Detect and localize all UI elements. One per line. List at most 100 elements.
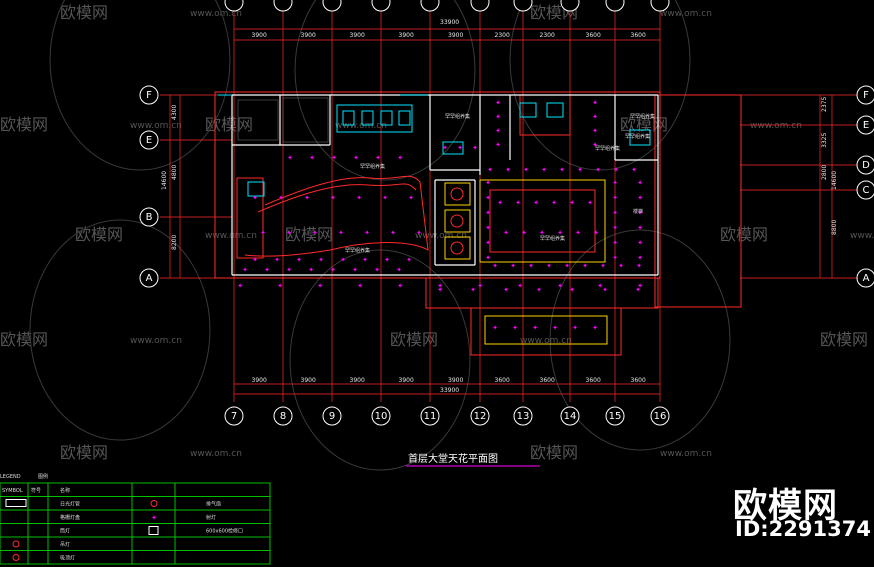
downlight-icon: ✦	[592, 141, 598, 149]
axis-label-right: A	[863, 273, 870, 284]
room-label: 罕罕组养集	[630, 113, 655, 120]
axis-bubble-top	[650, 0, 670, 12]
downlight-icon: ✦	[362, 256, 368, 264]
axis-label-bottom: 15	[609, 411, 622, 422]
downlight-icon: ✦	[274, 256, 280, 264]
downlight-icon: ✦	[575, 229, 581, 237]
watermark-layer: 欧模网 www.om.cn 欧模网 www.om.cn 欧模网 www.om.cn 欧模网 w…	[0, 0, 874, 471]
watermark-url: www.om.cn	[335, 121, 387, 131]
dim-top: 2300	[540, 32, 555, 39]
downlight-icon: ✦	[364, 229, 370, 237]
axis-bubble-top	[513, 0, 533, 12]
downlight-icon: ✦	[503, 286, 509, 294]
downlight-icon: ✦	[510, 262, 516, 270]
dim-bottom: 3600	[586, 377, 601, 384]
downlight-icon: ✦	[485, 209, 491, 217]
watermark-brand: 欧模网	[720, 225, 768, 244]
downlight-icon: ✦	[595, 166, 601, 174]
axis-label-left: A	[146, 273, 153, 284]
downlight-icon: ✦	[536, 286, 542, 294]
dim-top: 3600	[631, 32, 646, 39]
dim-right: 3325	[821, 133, 828, 148]
downlight-icon: ✦	[318, 256, 324, 264]
downlight-icon: ✦	[592, 113, 598, 121]
downlight-icon: ✦	[317, 282, 323, 290]
downlight-icon: ✦	[331, 154, 337, 162]
downlight-icon: ✦	[312, 229, 318, 237]
pendant-lamp-icon	[12, 540, 20, 548]
axis-label-bottom: 9	[329, 411, 335, 422]
downlight-icon: ✦	[612, 254, 618, 262]
downlight-icon: ✦	[612, 209, 618, 217]
watermark-circle	[294, 0, 476, 181]
axis-bubble	[139, 207, 159, 227]
downlight-icon: ✦	[252, 256, 258, 264]
axis-bubble	[139, 130, 159, 150]
downlight-icon: ✦	[637, 224, 643, 232]
axis-bubble-top	[224, 0, 244, 12]
watermark-url: www.om.cn	[660, 9, 712, 19]
legend-header: LEGEND	[0, 474, 21, 480]
legend-item-name-2: 600x600检修口	[206, 528, 243, 535]
room-label: 罕罕组养集	[595, 145, 620, 152]
axis-label-bottom: 11	[424, 411, 437, 422]
drawing-title-block: 首层大堂天花平面图	[406, 452, 540, 467]
downlight-icon: ✦	[286, 266, 292, 274]
legend-item-name: 吊灯	[60, 541, 70, 548]
watermark-brand: 欧模网	[820, 330, 868, 349]
watermark-circle	[549, 229, 731, 451]
dim-left: 4300	[171, 105, 178, 120]
watermark-brand: 欧模网	[530, 443, 578, 462]
dim-top: 3900	[252, 32, 267, 39]
downlight-icon: ✦	[552, 324, 558, 332]
downlight-icon: ✦	[637, 282, 643, 290]
axis-label-right: F	[863, 90, 869, 101]
downlight-icon: ✦	[296, 256, 302, 264]
downlight-icon: ✦	[635, 286, 641, 294]
watermark-url: www.om.cn	[205, 231, 257, 241]
dim-top: 3900	[301, 32, 316, 39]
legend-item-name: 格栅灯盘	[60, 514, 80, 521]
downlight-icon: ✦	[612, 224, 618, 232]
watermark-url: www.om.cn	[660, 449, 712, 459]
downlight-icon: ✦	[242, 266, 248, 274]
downlight-icon: ✦	[551, 199, 557, 207]
watermark-brand: 欧模网	[285, 225, 333, 244]
watermark-circle	[289, 249, 471, 471]
axis-bubble	[139, 85, 159, 105]
downlight-icon: ✦	[390, 229, 396, 237]
downlight-icon: ✦	[592, 99, 598, 107]
axis-label-left: F	[146, 90, 152, 101]
watermark-brand: 欧模网	[205, 115, 253, 134]
watermark-brand: 欧模网	[0, 115, 48, 134]
dim-bottom: 3900	[448, 377, 463, 384]
downlight-icon: ✦	[505, 166, 511, 174]
downlight-icon: ✦	[442, 144, 448, 152]
downlight-icon: ✦	[592, 127, 598, 135]
watermark-brand: 欧模网	[620, 115, 668, 134]
watermark-brand: 欧模网	[75, 225, 123, 244]
axis-bubble-top	[273, 0, 293, 12]
downlight-icon: ✦	[569, 286, 575, 294]
axis-label-right: E	[863, 120, 869, 131]
downlight-layer: ✦ ✦ ✦ ✦ ✦ ✦ ✦ ✦ ✦ ✦ ✦ ✦ ✦ ✦ ✦ ✦ ✦ ✦ ✦ ✦ ✦ ✦ ✦ ✦ ✦ ✦ ✦ ✦ ✦ ✦ ✦ ✦ ✦ ✦ ✦ ✦ ✦ ✦ ✦ ✦…	[237, 99, 643, 332]
downlight-icon: ✦	[503, 229, 509, 237]
downlight-icon: ✦	[330, 266, 336, 274]
downlight-icon: ✦	[278, 194, 284, 202]
watermark-url: www.om.cn	[415, 231, 467, 241]
downlight-icon: ✦	[487, 166, 493, 174]
axis-label-bottom: 7	[231, 411, 237, 422]
axis-label-right: D	[862, 160, 870, 171]
downlight-icon: ✦	[517, 282, 523, 290]
downlight-icon: ✦	[397, 154, 403, 162]
downlight-icon: ✦	[602, 286, 608, 294]
axis-bubble-top	[322, 0, 342, 12]
axis-label-bottom: 10	[375, 411, 388, 422]
downlight-icon: ✦	[528, 262, 534, 270]
downlight-icon: ✦	[408, 194, 414, 202]
downlight-icon: ✦	[521, 229, 527, 237]
dim-bottom: 3600	[540, 377, 555, 384]
downlight-icon: ✦	[304, 194, 310, 202]
